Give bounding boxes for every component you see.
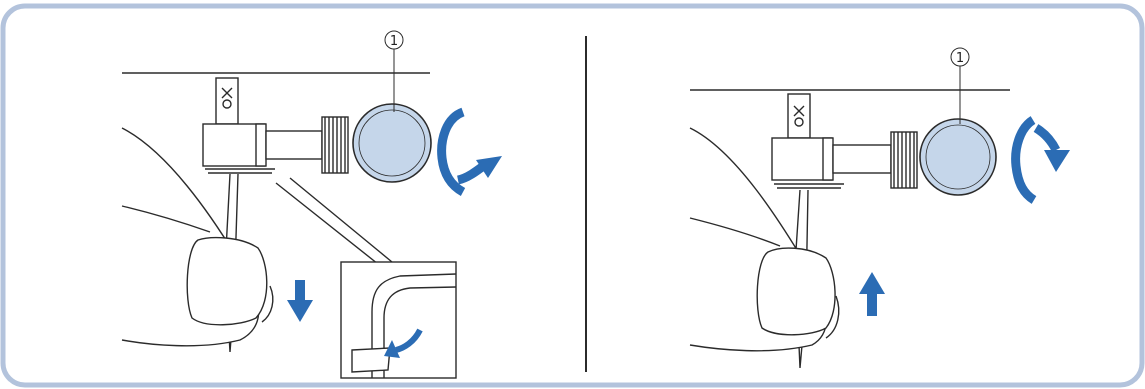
left-panel	[121, 72, 457, 379]
curved-arrow-icon	[384, 328, 423, 358]
rotate-counterclockwise-arrow-icon	[437, 107, 502, 196]
arrow-down-icon	[287, 280, 313, 322]
needle-clamp-screw	[919, 118, 997, 196]
needle-clamp-screw	[352, 103, 432, 183]
right-panel	[689, 89, 1010, 369]
arrow-up-icon	[859, 272, 885, 316]
callout-label: 1	[956, 51, 964, 66]
callout-marker	[950, 47, 970, 67]
panel-border	[0, 3, 1145, 388]
rotate-clockwise-arrow-icon	[1011, 116, 1070, 204]
callout-label: 1	[390, 34, 398, 49]
callout-marker	[384, 30, 404, 50]
